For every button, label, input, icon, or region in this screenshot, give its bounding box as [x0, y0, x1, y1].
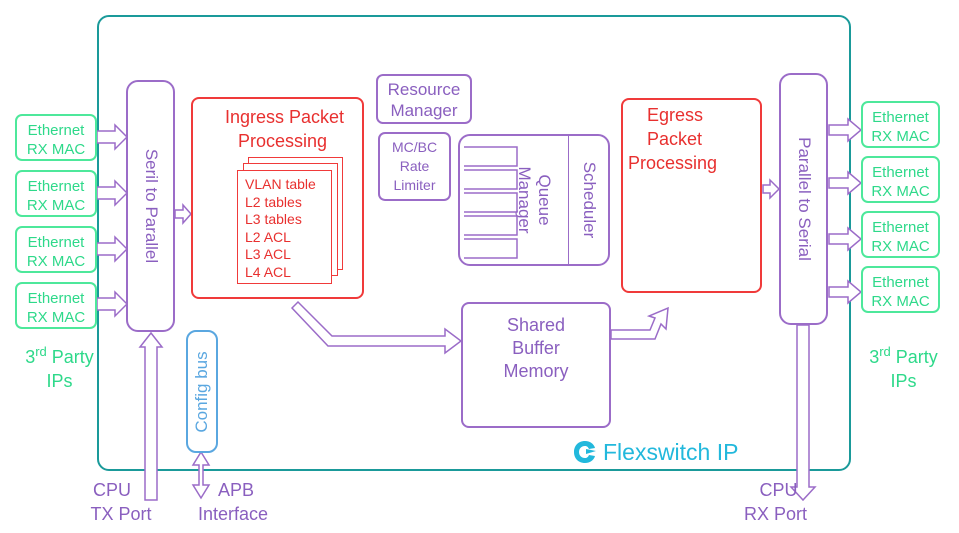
egress-to-p2s-arrow: [762, 178, 781, 200]
p2s-to-mac-arrow-3: [828, 226, 863, 252]
third-party-sup: rd: [35, 344, 47, 359]
mac-label-line1: Ethernet: [27, 122, 85, 139]
config-bus-block: Config bus: [186, 330, 218, 453]
mac-label-line1: Ethernet: [872, 219, 929, 236]
mac-label-line2: RX MAC: [26, 309, 86, 326]
apb-double-arrow: [191, 450, 211, 500]
flexswitch-logo-icon: [574, 441, 596, 463]
mac-label-line1: Ethernet: [27, 290, 85, 307]
cpu-tx-line2: TX Port: [90, 504, 152, 524]
ingress-to-buffer-arrow: [290, 300, 463, 355]
ingress-table-item: L2 ACL: [245, 228, 291, 245]
mac-label-line2: RX MAC: [26, 141, 86, 158]
left-ethernet-rx-mac-2: Ethernet RX MAC: [15, 170, 97, 217]
mac-to-s2p-arrow-1: [96, 123, 129, 151]
mac-to-s2p-arrow-2: [96, 179, 129, 207]
p2s-to-mac-arrow-1: [828, 117, 863, 143]
mac-label-line1: Ethernet: [872, 164, 929, 181]
s2p-to-ingress-arrow: [174, 203, 193, 225]
third-party-ips-left: 3rd Party IPs: [12, 340, 107, 393]
rate-limiter-block: MC/BC Rate Limiter: [378, 132, 451, 201]
cpu-rx-arrow: [789, 324, 817, 502]
mac-label-line2: RX MAC: [26, 197, 86, 214]
rate-limiter-line3: Limiter: [393, 177, 436, 193]
ingress-table-item: L2 tables: [245, 193, 302, 210]
queue-row: [464, 238, 518, 259]
mac-label-line2: RX MAC: [871, 183, 930, 200]
queue-manager-scheduler-block: Queue Manager Scheduler: [458, 134, 610, 266]
left-ethernet-rx-mac-4: Ethernet RX MAC: [15, 282, 97, 329]
resource-manager-line2: Manager: [390, 101, 458, 120]
p2s-to-mac-arrow-4: [828, 279, 863, 305]
shared-buffer-line2: Buffer: [512, 338, 560, 358]
egress-line3: Processing: [628, 153, 718, 173]
mac-to-s2p-arrow-4: [96, 290, 129, 318]
cpu-tx-arrow: [138, 331, 164, 501]
cpu-tx-line1: CPU: [92, 480, 131, 500]
cpu-tx-port-label: CPU TX Port: [80, 478, 162, 526]
third-party-ips: IPs: [46, 371, 73, 391]
queue-row: [464, 169, 518, 190]
ingress-table-item: L4 ACL: [245, 263, 291, 280]
ingress-table-card-front: VLAN table L2 tables L3 tables L2 ACL L3…: [237, 170, 332, 284]
queue-row: [464, 146, 518, 167]
mac-to-s2p-arrow-3: [96, 235, 129, 263]
egress-packet-processing-block: Egress Packet Processing: [621, 98, 762, 293]
apb-interface-label: APB Interface: [198, 478, 268, 526]
resource-manager-block: Resource Manager: [376, 74, 472, 124]
queue-row: [464, 215, 518, 236]
mac-label-line1: Ethernet: [872, 274, 929, 291]
flexswitch-ip-text: Flexswitch IP: [603, 438, 739, 465]
ingress-table-item: L3 tables: [245, 211, 302, 227]
rate-limiter-line2: Rate: [399, 158, 430, 174]
resource-manager-line1: Resource: [387, 80, 461, 99]
shared-buffer-line1: Shared: [506, 315, 566, 335]
left-ethernet-rx-mac-3: Ethernet RX MAC: [15, 226, 97, 273]
apb-line2: Interface: [198, 504, 269, 524]
right-ethernet-rx-mac-1: Ethernet RX MAC: [861, 101, 940, 148]
left-ethernet-rx-mac-1: Ethernet RX MAC: [15, 114, 97, 161]
mac-label-line1: Ethernet: [27, 178, 85, 195]
flexswitch-ip-label: Flexswitch IP: [572, 438, 738, 466]
third-party-word: Party: [895, 347, 938, 367]
third-party-sup: rd: [879, 344, 891, 359]
p2s-to-mac-arrow-2: [828, 170, 863, 196]
mac-label-line2: RX MAC: [871, 128, 930, 145]
egress-line1: Egress: [647, 105, 704, 125]
third-party-num: 3: [25, 347, 36, 367]
mac-label-line2: RX MAC: [871, 293, 930, 310]
third-party-word: Party: [51, 347, 94, 367]
serial-to-parallel-block: Seril to Parallel: [126, 80, 175, 332]
mac-label-line1: Ethernet: [27, 234, 85, 251]
parallel-to-serial-block: Parallel to Serial: [779, 73, 828, 325]
rate-limiter-line1: MC/BC: [391, 139, 438, 155]
cpu-rx-line2: RX Port: [743, 504, 808, 524]
shared-buffer-line3: Memory: [503, 361, 569, 381]
third-party-ips-right: 3rd Party IPs: [856, 340, 951, 393]
ingress-title-line2: Processing: [238, 131, 328, 151]
ingress-table-item: VLAN table: [245, 176, 316, 192]
right-ethernet-rx-mac-3: Ethernet RX MAC: [861, 211, 940, 258]
mac-label-line1: Ethernet: [872, 109, 929, 126]
right-ethernet-rx-mac-2: Ethernet RX MAC: [861, 156, 940, 203]
mac-label-line2: RX MAC: [26, 253, 86, 270]
cpu-rx-port-label: CPU RX Port: [733, 478, 818, 526]
egress-line2: Packet: [647, 129, 703, 149]
apb-line1: APB: [218, 480, 255, 500]
ingress-table-item: L3 ACL: [245, 246, 291, 262]
third-party-num: 3: [869, 347, 880, 367]
scheduler-divider: [568, 136, 569, 264]
cpu-rx-line1: CPU: [759, 480, 798, 500]
buffer-to-egress-arrow: [610, 306, 669, 340]
third-party-ips: IPs: [890, 371, 917, 391]
mac-label-line2: RX MAC: [871, 238, 930, 255]
ingress-title-line1: Ingress Packet: [225, 107, 345, 127]
shared-buffer-memory-block: Shared Buffer Memory: [461, 302, 611, 428]
right-ethernet-rx-mac-4: Ethernet RX MAC: [861, 266, 940, 313]
queue-row: [464, 192, 518, 213]
